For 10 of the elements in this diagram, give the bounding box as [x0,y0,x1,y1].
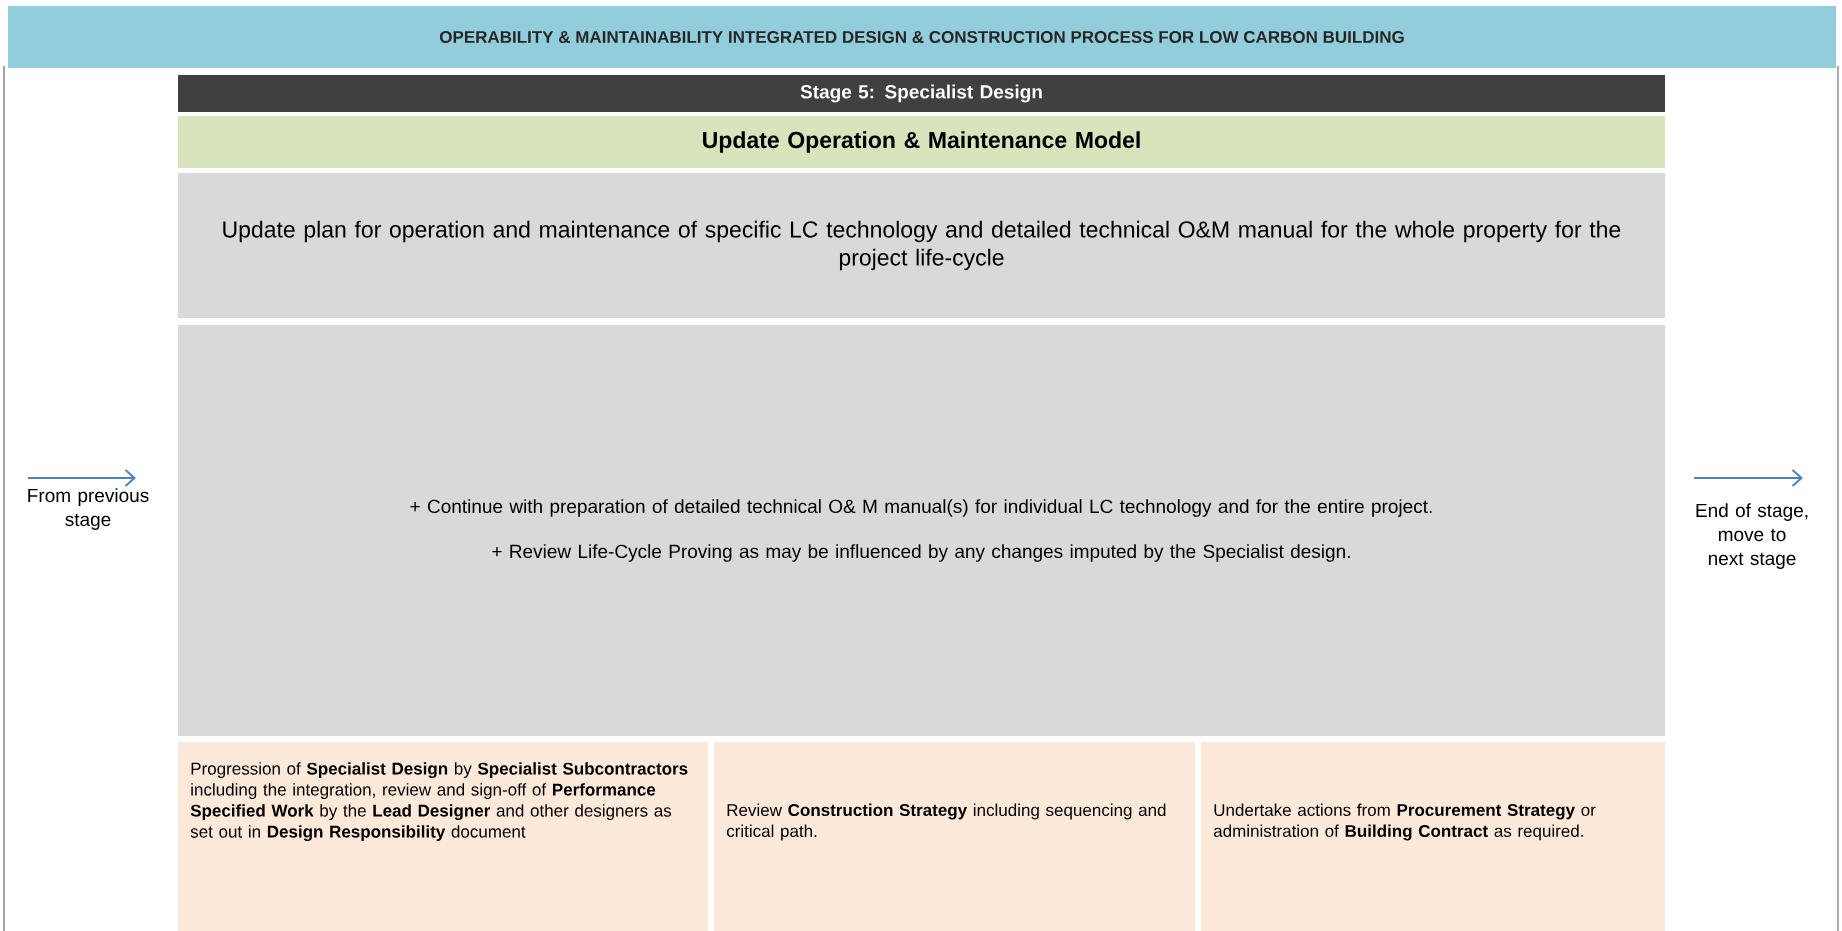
stage-header: Stage 5: Specialist Design [178,75,1665,112]
summary-box: Update plan for operation and maintenance of specific LC technology and detailed technical O&M manual for the whole property for the project life-cycle [178,173,1665,318]
side-note: End of stage, move to next stage [1696,503,1808,569]
task-list-box: + Continue with preparation of detailed technical O& M manual(s) for individual LC technology and for the entire project. + Review Life-Cycle Proving as may be influenced by any changes imputed by the Specialist design. [178,325,1665,736]
side-note: From previous stage [28,488,149,530]
activity-box: Review Construction Strategy including sequencing and critical path. [714,742,1195,931]
activity-box: Undertake actions from Procurement Strategy or administration of Building Contract as required. [1201,742,1665,931]
section-heading-box: Update Operation & Maintenance Model [178,116,1665,168]
activity-box: Progression of Specialist Design by Specialist Subcontractors including the integration, review and sign-off of Performance Specified Work by the Lead Designer and other designers as set out in Design Responsibility document [178,742,708,931]
title-banner: OPERABILITY & MAINTAINABILITY INTEGRATED DESIGN & CONSTRUCTION PROCESS FOR LOW CARBON BUILDING [8,6,1836,68]
